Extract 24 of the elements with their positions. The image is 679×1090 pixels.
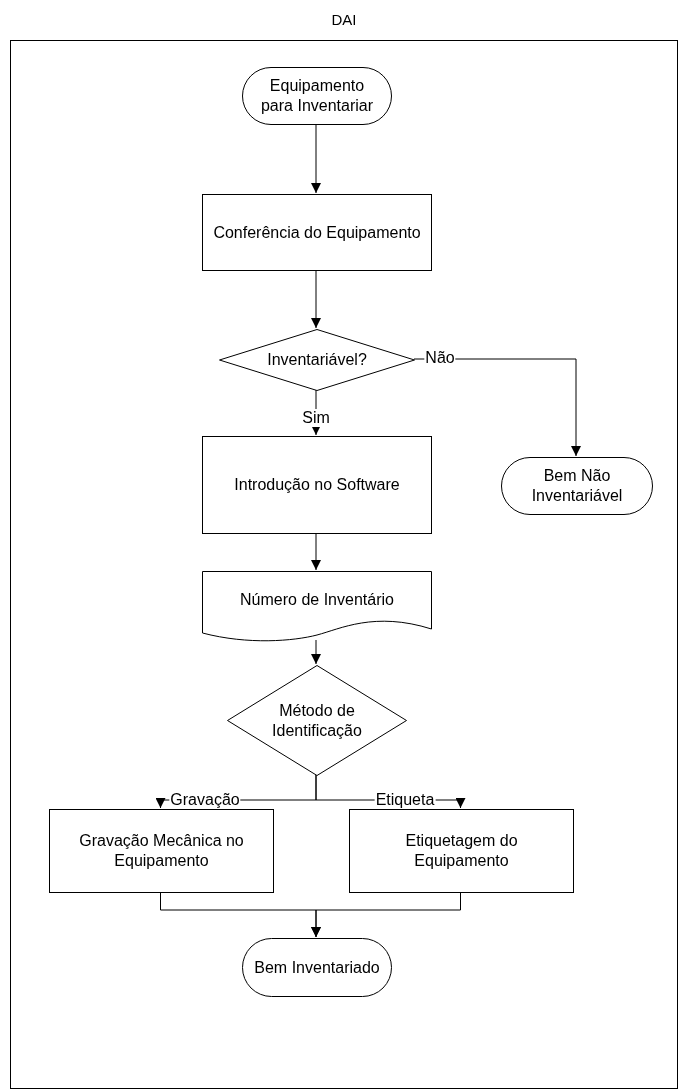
edge-label: Gravação <box>169 791 241 809</box>
node-label: Bem Inventariado <box>253 957 381 978</box>
process-box <box>202 436 432 534</box>
arrow <box>413 358 581 457</box>
node-label: Introdução no Software <box>233 475 401 495</box>
edge-label: Etiqueta <box>374 791 436 809</box>
node-label: Bem Não Inventariável <box>530 466 624 506</box>
node-label: Número de Inventário <box>239 590 395 610</box>
arrow <box>311 891 461 938</box>
node-label: Equipamento para Inventariar <box>259 76 375 116</box>
process-box <box>49 809 274 893</box>
edge-label: Sim <box>301 409 331 427</box>
arrow <box>311 639 321 665</box>
node-label: Conferência do Equipamento <box>212 222 422 243</box>
node-label: Gravação Mecânica no Equipamento <box>78 831 245 871</box>
node-label: Etiquetagem do Equipamento <box>404 831 519 871</box>
process-box <box>202 194 432 271</box>
process-box <box>349 809 574 893</box>
arrow <box>311 123 321 194</box>
node-label: Inventariável? <box>266 350 368 370</box>
arrow <box>311 532 321 571</box>
arrow <box>311 269 321 329</box>
lane-title: DAI <box>330 11 358 28</box>
node-label: Método de Identificação <box>271 700 363 741</box>
